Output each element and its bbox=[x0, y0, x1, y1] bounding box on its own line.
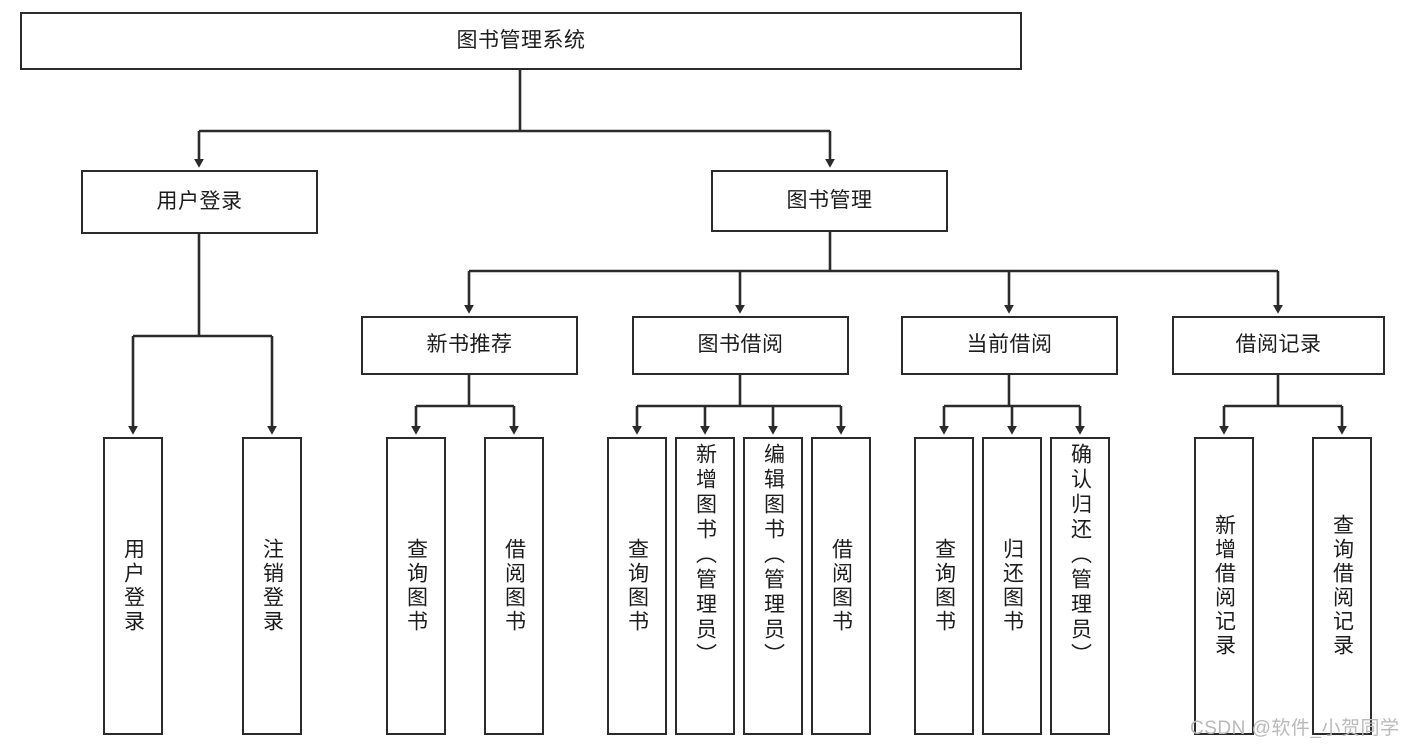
node-leaf-add-record-label: 新增借阅记录 bbox=[1212, 514, 1236, 658]
node-leaf-edit-book-label: 编辑图书（管理员） bbox=[761, 443, 785, 668]
node-book-manage-label: 图书管理 bbox=[786, 188, 873, 212]
node-leaf-return-book-label: 归还图书 bbox=[1000, 538, 1024, 634]
node-leaf-add-book-label: 新增图书（管理员） bbox=[693, 443, 717, 668]
node-root[interactable]: 图书管理系统 bbox=[20, 12, 1022, 70]
node-leaf-user-login-label: 用户登录 bbox=[121, 538, 145, 634]
node-leaf-add-record[interactable]: 新增借阅记录 bbox=[1194, 437, 1254, 735]
node-leaf-query-book-2[interactable]: 查询图书 bbox=[607, 437, 667, 735]
node-leaf-query-record-label: 查询借阅记录 bbox=[1330, 514, 1354, 658]
node-borrow-record[interactable]: 借阅记录 bbox=[1172, 316, 1385, 375]
node-leaf-borrow-book-2[interactable]: 借阅图书 bbox=[811, 437, 871, 735]
edge-root-to-level2 bbox=[194, 70, 835, 168]
edge-borrowrecord-to-leaves bbox=[1219, 375, 1347, 435]
node-leaf-confirm-return[interactable]: 确认归还（管理员） bbox=[1050, 437, 1110, 735]
node-leaf-query-book-3[interactable]: 查询图书 bbox=[914, 437, 974, 735]
node-book-manage[interactable]: 图书管理 bbox=[711, 170, 948, 232]
node-book-borrow-label: 图书借阅 bbox=[697, 333, 784, 357]
node-new-book-rec-label: 新书推荐 bbox=[426, 333, 513, 357]
node-leaf-edit-book[interactable]: 编辑图书（管理员） bbox=[743, 437, 803, 735]
node-borrow-record-label: 借阅记录 bbox=[1235, 333, 1322, 357]
node-book-borrow[interactable]: 图书借阅 bbox=[632, 316, 849, 375]
node-leaf-user-login[interactable]: 用户登录 bbox=[103, 437, 163, 735]
node-leaf-logout[interactable]: 注销登录 bbox=[242, 437, 302, 735]
node-leaf-confirm-return-label: 确认归还（管理员） bbox=[1068, 443, 1092, 668]
edge-bookmanage-to-level3 bbox=[464, 232, 1283, 314]
node-current-borrow[interactable]: 当前借阅 bbox=[901, 316, 1118, 375]
node-root-label: 图书管理系统 bbox=[456, 28, 586, 52]
node-leaf-borrow-book-1[interactable]: 借阅图书 bbox=[484, 437, 544, 735]
node-leaf-query-book-2-label: 查询图书 bbox=[625, 538, 649, 634]
node-leaf-return-book[interactable]: 归还图书 bbox=[982, 437, 1042, 735]
watermark-text: CSDN @软件_小贺同学 bbox=[1190, 718, 1400, 739]
node-new-book-rec[interactable]: 新书推荐 bbox=[361, 316, 578, 375]
node-user-login-label: 用户登录 bbox=[156, 189, 243, 213]
node-leaf-add-book[interactable]: 新增图书（管理员） bbox=[675, 437, 735, 735]
edge-userlogin-to-leaves bbox=[128, 234, 277, 435]
edge-bookborrow-to-leaves bbox=[632, 375, 846, 435]
node-leaf-query-book-3-label: 查询图书 bbox=[932, 538, 956, 634]
node-leaf-query-record[interactable]: 查询借阅记录 bbox=[1312, 437, 1372, 735]
node-leaf-query-book-1[interactable]: 查询图书 bbox=[386, 437, 446, 735]
node-current-borrow-label: 当前借阅 bbox=[966, 333, 1053, 357]
node-leaf-borrow-book-2-label: 借阅图书 bbox=[829, 538, 853, 634]
node-user-login[interactable]: 用户登录 bbox=[81, 170, 318, 234]
node-leaf-borrow-book-1-label: 借阅图书 bbox=[502, 538, 526, 634]
node-leaf-logout-label: 注销登录 bbox=[260, 538, 284, 634]
edge-newbook-to-leaves bbox=[411, 375, 519, 435]
node-leaf-query-book-1-label: 查询图书 bbox=[404, 538, 428, 634]
edge-currentborrow-to-leaves bbox=[939, 375, 1085, 435]
